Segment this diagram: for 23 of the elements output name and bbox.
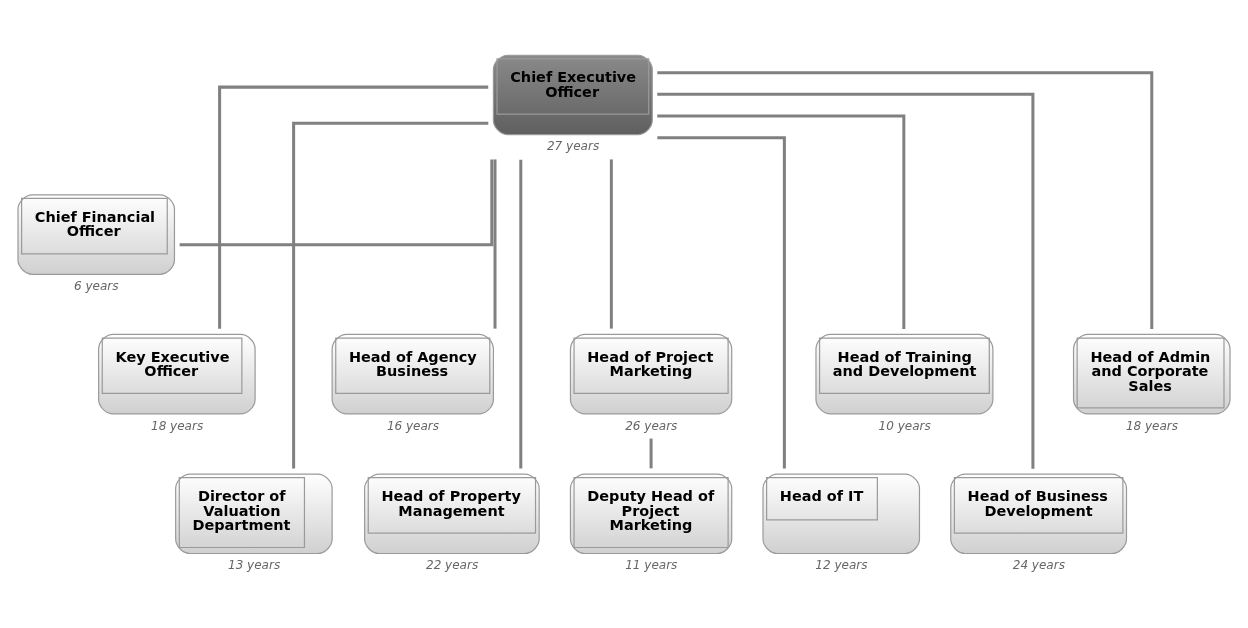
- connector: [609, 159, 613, 329]
- connector: [519, 159, 523, 469]
- node-label: 13 years: [228, 558, 281, 573]
- connector: [657, 136, 786, 469]
- node-label: 22 years: [426, 558, 479, 573]
- connector: [292, 121, 489, 469]
- node-label: 24 years: [1012, 558, 1065, 573]
- connector: [179, 159, 494, 247]
- node-label: 18 years: [150, 418, 204, 433]
- connector: [493, 159, 497, 329]
- node-label: 12 years: [815, 558, 868, 573]
- connector: [657, 92, 1035, 469]
- node-label: 6 years: [73, 278, 119, 293]
- connector: [657, 71, 1154, 329]
- node-label: 16 years: [386, 418, 440, 433]
- connector: [657, 114, 906, 329]
- node-label: 27 years: [546, 139, 600, 154]
- node-label: 18 years: [1125, 418, 1179, 433]
- node-label: 26 years: [625, 418, 678, 433]
- node-label: 10 years: [878, 418, 931, 433]
- connector: [218, 85, 489, 329]
- connector: [649, 438, 653, 469]
- node-label: 11 years: [625, 558, 678, 573]
